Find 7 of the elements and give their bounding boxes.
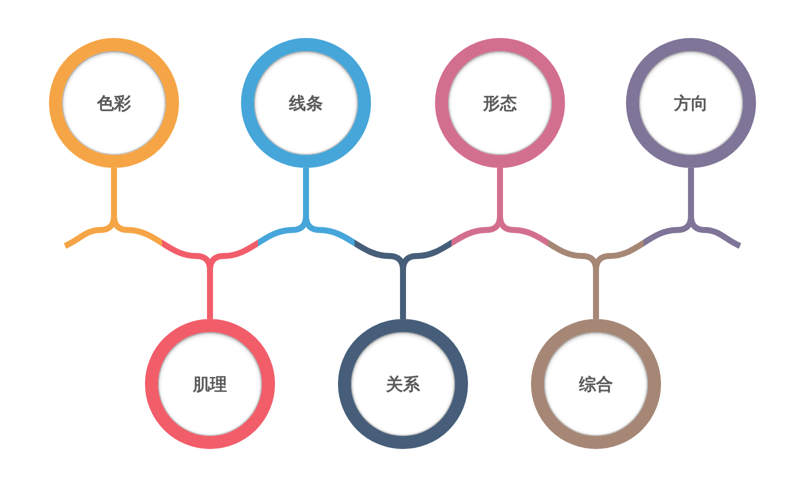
node-label: 线条 <box>289 92 323 114</box>
node-label: 关系 <box>386 374 420 396</box>
node-label: 综合 <box>579 374 613 396</box>
node-label: 方向 <box>674 92 708 114</box>
node-label: 色彩 <box>97 92 131 114</box>
node-label: 肌理 <box>193 374 227 396</box>
node-label: 形态 <box>483 92 517 114</box>
